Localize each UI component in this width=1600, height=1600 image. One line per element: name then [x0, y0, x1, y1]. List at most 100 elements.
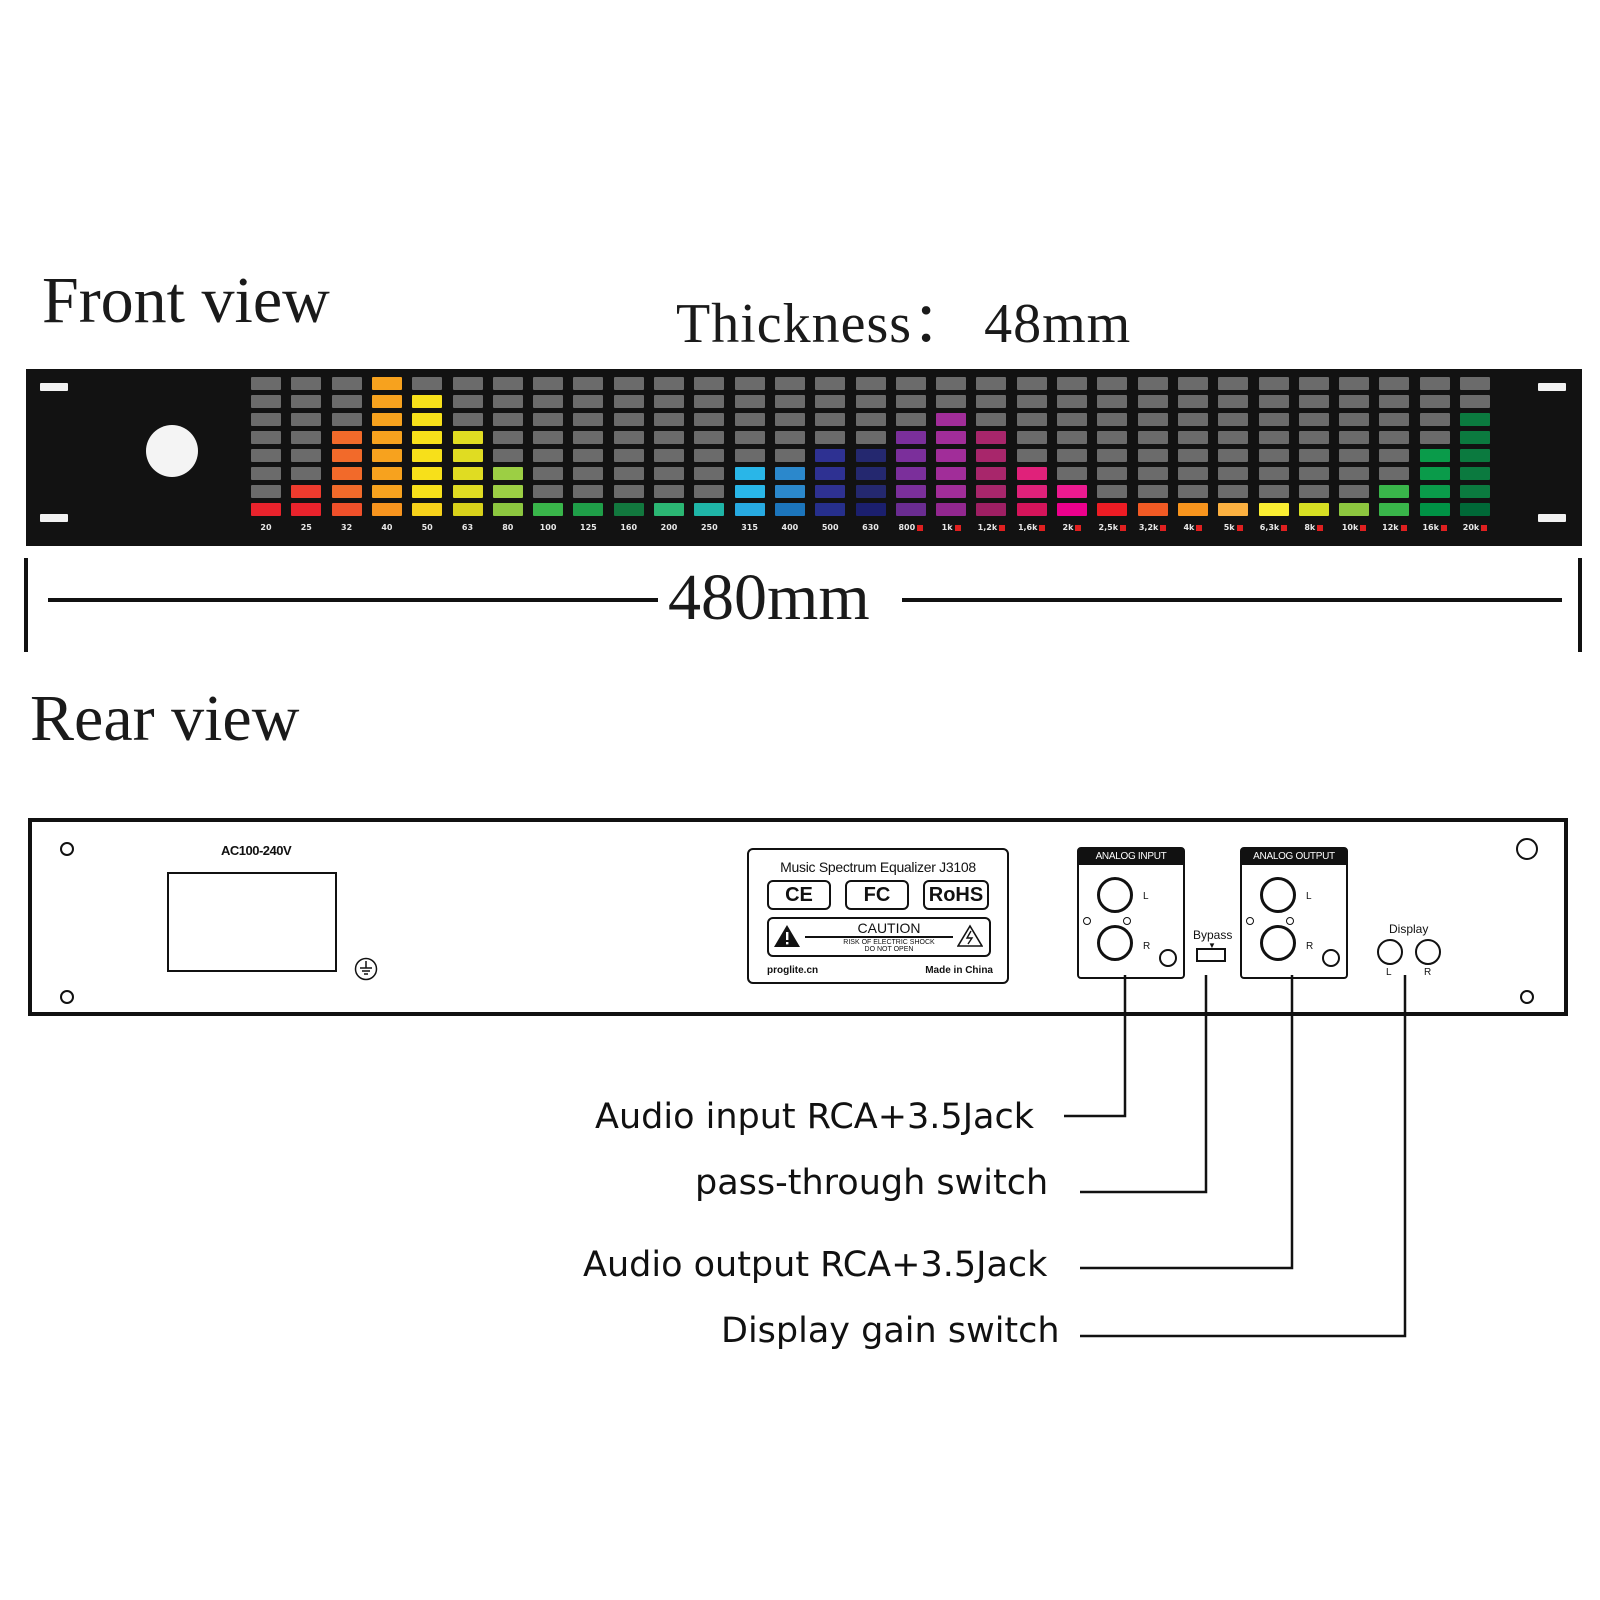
rca-output-right[interactable]	[1260, 925, 1296, 961]
freq-label: 1,2k	[971, 523, 1011, 532]
led-segment	[452, 449, 483, 462]
led-segment	[1339, 449, 1370, 462]
freq-label: 5k	[1213, 523, 1253, 532]
display-right-label: R	[1424, 967, 1432, 978]
freq-label: 1,6k	[1012, 523, 1052, 532]
freq-label-text: 100	[539, 523, 557, 532]
led-segment	[331, 467, 362, 480]
led-segment	[1419, 503, 1450, 516]
led-segment	[1258, 467, 1289, 480]
led-segment	[734, 467, 765, 480]
led-segment	[291, 467, 322, 480]
led-segment	[1379, 395, 1410, 408]
led-segment	[1177, 431, 1208, 444]
indicator-dot-icon	[1360, 524, 1367, 531]
rca-output-left[interactable]	[1260, 877, 1296, 913]
led-segment	[291, 503, 322, 516]
led-segment	[976, 467, 1007, 480]
bypass-switch[interactable]	[1196, 948, 1226, 962]
freq-label: 315	[730, 523, 770, 532]
led-segment	[1298, 377, 1329, 390]
led-segment	[895, 503, 926, 516]
rohs-mark: RoHS	[923, 880, 989, 910]
indicator-dot-icon	[1236, 524, 1243, 531]
rca-input-right[interactable]	[1097, 925, 1133, 961]
led-segment	[774, 467, 805, 480]
freq-label-text: 200	[660, 523, 678, 532]
led-segment	[1419, 449, 1450, 462]
led-segment	[774, 449, 805, 462]
led-segment	[654, 467, 684, 480]
freq-label-text: 160	[620, 523, 638, 532]
freq-label: 10k	[1334, 523, 1374, 532]
rca-input-left[interactable]	[1097, 877, 1133, 913]
screw-icon	[1286, 917, 1294, 925]
led-segment	[855, 377, 886, 390]
led-segment	[1097, 395, 1128, 408]
led-segment	[895, 413, 926, 426]
freq-label-text: 1,6k	[1017, 523, 1038, 532]
led-segment	[1379, 485, 1410, 498]
led-segment	[855, 467, 886, 480]
screw-icon	[60, 990, 74, 1004]
freq-label: 50	[407, 523, 447, 532]
led-segment	[1379, 377, 1410, 390]
led-segment	[371, 503, 402, 516]
led-segment	[1218, 377, 1249, 390]
led-segment	[412, 431, 443, 444]
led-segment	[1419, 485, 1450, 498]
led-segment	[855, 503, 886, 516]
freq-label: 2,5k	[1092, 523, 1132, 532]
display-gain-right-knob[interactable]	[1415, 939, 1441, 965]
freq-label: 3,2k	[1133, 523, 1173, 532]
led-segment	[1460, 449, 1490, 462]
led-segment	[1419, 467, 1450, 480]
indicator-dot-icon	[1196, 524, 1203, 531]
led-segment	[895, 449, 926, 462]
led-segment	[1016, 431, 1047, 444]
power-socket[interactable]	[167, 872, 337, 972]
indicator-dot-icon	[1317, 524, 1324, 531]
freq-label-text: 63	[461, 523, 474, 532]
led-segment	[1339, 395, 1370, 408]
freq-label-text: 2k	[1062, 523, 1074, 532]
freq-label: 630	[851, 523, 891, 532]
led-segment	[895, 377, 926, 390]
led-segment	[936, 485, 967, 498]
freq-label-text: 80	[502, 523, 514, 532]
led-segment	[976, 449, 1007, 462]
led-segment	[492, 431, 523, 444]
callout-audio-output: Audio output RCA+3.5Jack	[583, 1245, 1048, 1285]
led-segment	[331, 413, 362, 426]
led-segment	[694, 431, 725, 444]
led-segment	[533, 395, 564, 408]
plate-made-in: Made in China	[925, 965, 993, 976]
power-knob[interactable]	[146, 425, 198, 477]
led-segment	[412, 377, 443, 390]
led-segment	[855, 413, 886, 426]
freq-label-text: 5k	[1223, 523, 1235, 532]
led-segment	[936, 449, 967, 462]
bypass-label: Bypass	[1193, 928, 1233, 942]
indicator-dot-icon	[1281, 524, 1288, 531]
led-segment	[1298, 413, 1329, 426]
led-segment	[1137, 449, 1168, 462]
display-gain-left-knob[interactable]	[1377, 939, 1403, 965]
led-segment	[452, 503, 483, 516]
led-segment	[654, 395, 684, 408]
led-segment	[371, 377, 402, 390]
output-3-5-jack[interactable]	[1322, 949, 1340, 967]
input-left-label: L	[1143, 891, 1149, 902]
freq-label: 250	[689, 523, 729, 532]
led-segment	[1137, 431, 1168, 444]
led-segment	[1137, 413, 1168, 426]
led-segment	[452, 485, 483, 498]
led-segment	[291, 431, 322, 444]
led-segment	[734, 485, 765, 498]
led-segment	[573, 413, 604, 426]
led-segment	[815, 377, 846, 390]
led-segment	[1097, 485, 1128, 498]
led-segment	[452, 413, 483, 426]
led-segment	[1258, 431, 1289, 444]
input-3-5-jack[interactable]	[1159, 949, 1177, 967]
